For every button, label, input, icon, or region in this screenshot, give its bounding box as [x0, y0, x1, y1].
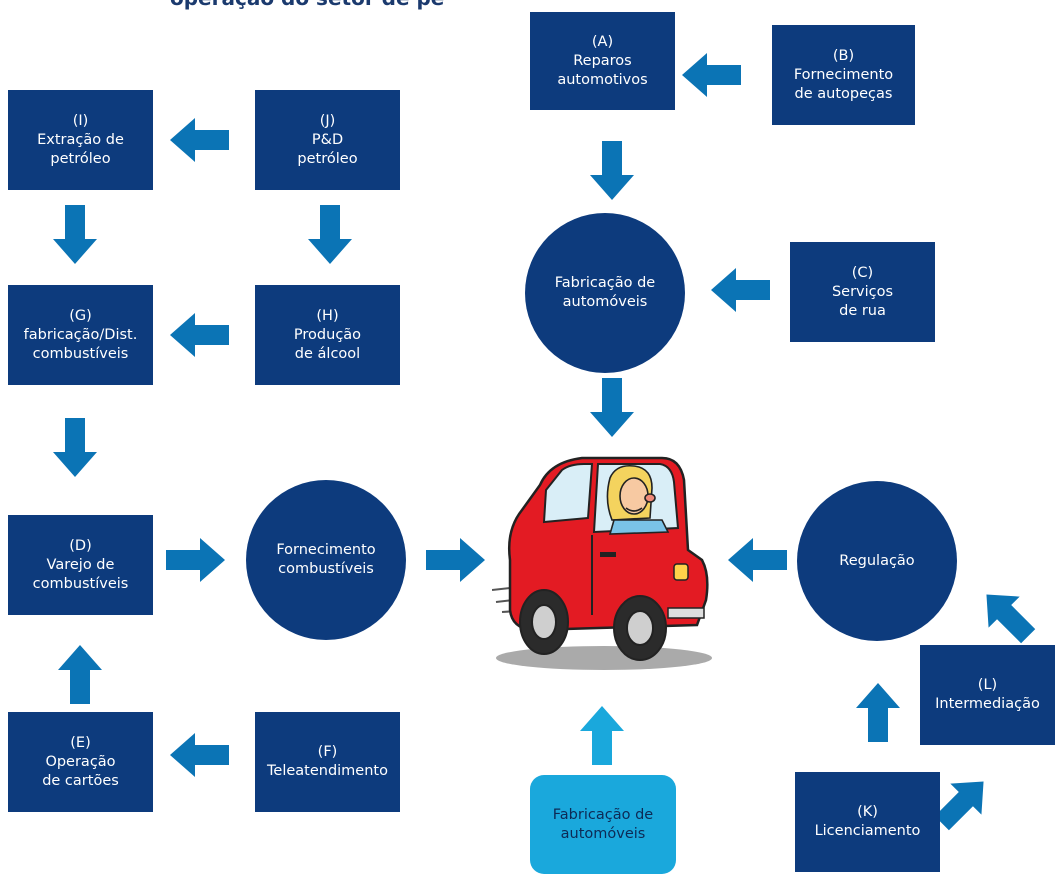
node-c-code: (C) [851, 264, 874, 281]
node-e-line1: Operação [45, 753, 116, 770]
arrow-g-to-d [53, 418, 97, 477]
node-c-line2: de rua [839, 302, 886, 319]
node-f-line1: Teleatendimento [267, 763, 388, 779]
node-l-intermediacao: (L) Intermediação [920, 645, 1055, 745]
node-i-extracao-petroleo: (I) Extração de petróleo [8, 90, 153, 190]
circle-fornecimento-line1: Fornecimento [276, 542, 376, 558]
circle-fabricacao-line2: automóveis [562, 294, 648, 310]
circle-regulacao: Regulação [797, 481, 957, 641]
circle-fornecimento-line2: combustíveis [278, 561, 374, 577]
node-f-code: (F) [317, 744, 338, 760]
circle-regulacao-line1: Regulação [839, 552, 915, 569]
node-g-line1: fabricação/Dist. [23, 326, 138, 343]
node-i-line1: Extração de [37, 131, 124, 148]
node-b-fornecimento-autopecas: (B) Fornecimento de autopeças [772, 25, 915, 125]
circle-fabricacao-automoveis: Fabricação de automóveis [525, 213, 685, 373]
node-k-code: (K) [857, 804, 878, 820]
node-g-code: (G) [69, 307, 92, 324]
node-h-producao-alcool: (H) Produção de álcool [255, 285, 400, 385]
node-h-line2: de álcool [294, 345, 361, 362]
node-g-fabricacao-dist-combustiveis: (G) fabricação/Dist. combustíveis [8, 285, 153, 385]
node-j-code: (J) [319, 112, 336, 129]
node-c-line1: Serviços [831, 283, 894, 300]
node-d-code: (D) [69, 537, 92, 554]
node-l-code: (L) [977, 677, 998, 693]
node-g-line2: combustíveis [32, 345, 129, 362]
arrow-regulacao-to-car [728, 538, 787, 582]
node-h-line1: Produção [293, 326, 362, 343]
circle-fabricacao-line1: Fabricação de [554, 275, 656, 291]
node-e-line2: de cartões [42, 772, 119, 789]
arrow-d-to-fornecimento [166, 538, 225, 582]
node-e-operacao-cartoes: (E) Operação de cartões [8, 712, 153, 812]
node-j-line1: P&D [311, 131, 344, 148]
arrow-j-to-h [308, 205, 352, 264]
node-e-code: (E) [70, 734, 91, 751]
arrow-e-to-d [58, 645, 102, 704]
node-d-varejo-combustiveis: (D) Varejo de combustíveis [8, 515, 153, 615]
node-k-licenciamento: (K) Licenciamento [795, 772, 940, 872]
node-b-line2: de autopeças [794, 85, 893, 102]
arrow-l-to-regulacao [970, 578, 1044, 652]
car-illustration [491, 440, 717, 689]
arrow-h-to-g [170, 313, 229, 357]
node-a-code: (A) [591, 33, 614, 50]
node-a-line1: Reparos [573, 52, 632, 69]
road-shadow [496, 646, 712, 670]
node-k-line1: Licenciamento [814, 823, 921, 839]
node-f-teleatendimento: (F) Teleatendimento [255, 712, 400, 812]
node-a-line2: automotivos [557, 71, 648, 88]
arrow-licenciamento-up [856, 683, 900, 742]
node-i-code: (I) [72, 112, 89, 129]
driver [606, 464, 670, 535]
node-j-line2: petróleo [297, 150, 358, 167]
car-wheels [519, 589, 667, 661]
arrow-f-to-e [170, 733, 229, 777]
arrow-fornecimento-to-car [426, 538, 485, 582]
windshield [542, 463, 594, 524]
bottom-fabricacao-automoveis: Fabricação de automóveis [530, 775, 676, 874]
node-l-line1: Intermediação [935, 696, 1040, 712]
circle-fornecimento-combustiveis: Fornecimento combustíveis [246, 480, 406, 640]
node-j-pd-petroleo: (J) P&D petróleo [255, 90, 400, 190]
arrow-a-to-fabricacao [590, 141, 634, 200]
node-d-line1: Varejo de [46, 556, 115, 573]
bumper [667, 607, 705, 619]
arrow-j-to-i [170, 118, 229, 162]
node-d-line2: combustíveis [32, 575, 129, 592]
arrow-bottom-to-car [580, 706, 624, 765]
bottom-box-line2: automóveis [560, 825, 646, 842]
headlight [673, 563, 689, 581]
node-b-code: (B) [832, 47, 855, 64]
node-c-servicos-de-rua: (C) Serviços de rua [790, 242, 935, 342]
node-a-reparos-automotivos: (A) Reparos automotivos [530, 12, 675, 110]
node-i-line2: petróleo [50, 150, 111, 167]
arrow-i-to-g [53, 205, 97, 264]
arrow-b-to-a [682, 53, 741, 97]
arrow-c-to-fabricacao [711, 268, 770, 312]
arrow-fabricacao-to-car [590, 378, 634, 437]
node-h-code: (H) [316, 307, 339, 324]
node-b-line1: Fornecimento [793, 66, 894, 83]
diagram-title: operação do setor de pe [170, 0, 530, 12]
bottom-box-line1: Fabricação de [552, 806, 654, 823]
